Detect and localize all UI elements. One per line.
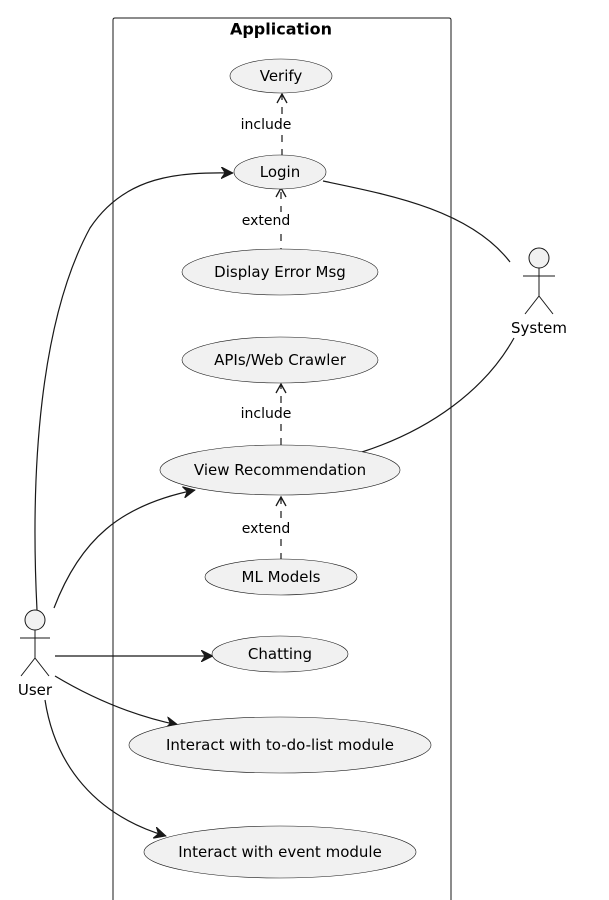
use-case-verify[interactable]: Verify (229, 58, 333, 94)
use-case-apis-web-crawler[interactable]: APIs/Web Crawler (181, 336, 379, 384)
application-boundary-title: Application (230, 20, 332, 39)
actor-system[interactable]: System (511, 247, 567, 337)
use-case-display-error-msg-label: Display Error Msg (214, 263, 346, 281)
association-user-view-recommendation (53, 490, 195, 609)
use-case-ml-models[interactable]: ML Models (204, 558, 358, 596)
actor-user-head-icon (24, 609, 46, 631)
use-case-interact-with-event-module[interactable]: Interact with event module (143, 825, 417, 879)
association-login-system (322, 180, 511, 263)
actor-system-head-icon (528, 247, 550, 269)
use-case-login[interactable]: Login (233, 154, 327, 190)
relation-recommendation-include-apis: include (239, 382, 295, 445)
relation-ml-extend-recommendation: extend (238, 495, 294, 560)
use-case-interact-with-to-do-list-module-label: Interact with to-do-list module (166, 736, 394, 754)
use-case-view-recommendation[interactable]: View Recommendation (159, 444, 401, 496)
association-recommendation-system (361, 337, 515, 453)
relation-label-extend-1: extend (242, 213, 291, 229)
relation-label-include-1: include (241, 117, 292, 133)
use-case-verify-label: Verify (260, 67, 303, 85)
relation-label-extend-2: extend (242, 521, 291, 537)
use-case-login-label: Login (260, 163, 300, 181)
use-case-interact-with-event-module-label: Interact with event module (178, 843, 382, 861)
association-user-todo (54, 675, 178, 725)
association-user-login (34, 173, 233, 611)
relation-label-include-2: include (241, 406, 292, 422)
use-case-interact-with-to-do-list-module[interactable]: Interact with to-do-list module (128, 716, 432, 774)
actor-user[interactable]: User (18, 609, 53, 699)
actor-system-label: System (511, 319, 567, 337)
actor-user-label: User (18, 681, 53, 699)
use-case-chatting[interactable]: Chatting (211, 635, 349, 673)
relation-login-include-verify: include (240, 92, 296, 156)
use-case-ml-models-label: ML Models (242, 568, 321, 586)
relation-error-extend-login: extend (238, 186, 294, 255)
use-case-apis-web-crawler-label: APIs/Web Crawler (214, 351, 347, 369)
use-case-display-error-msg[interactable]: Display Error Msg (181, 248, 379, 296)
association-user-event (44, 699, 166, 836)
use-case-view-recommendation-label: View Recommendation (194, 461, 366, 479)
use-case-chatting-label: Chatting (248, 645, 312, 663)
